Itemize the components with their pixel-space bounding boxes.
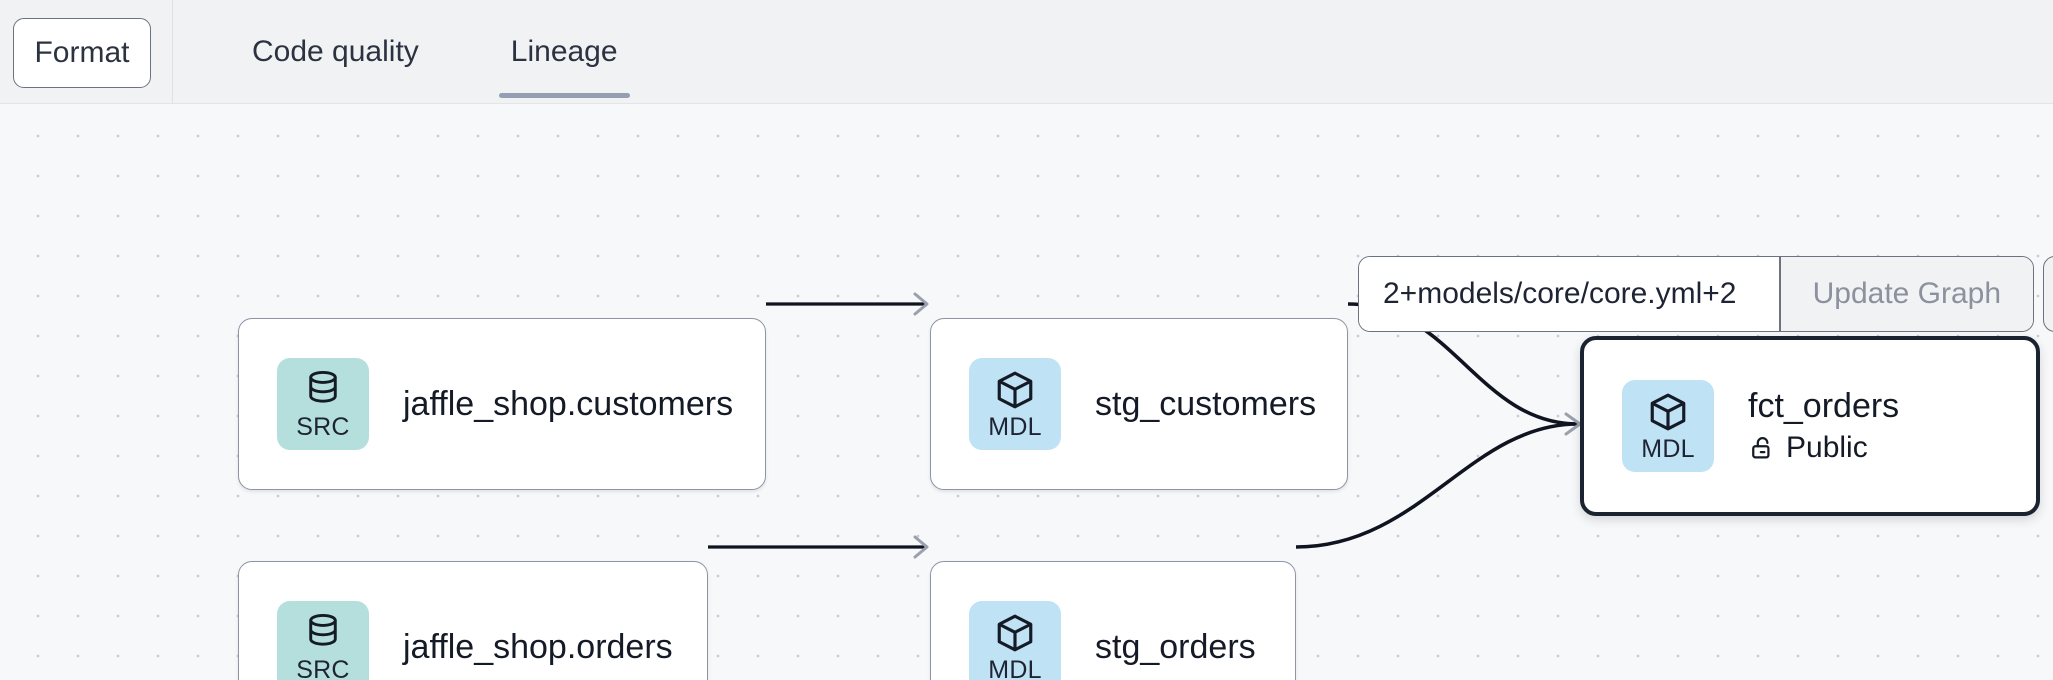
tab-lineage-label: Lineage	[510, 35, 618, 68]
tab-code-quality-label: Code quality	[252, 35, 419, 68]
node-badge-label: SRC	[296, 655, 350, 680]
edge-arrowhead	[913, 535, 929, 559]
graph-selector-input[interactable]	[1359, 257, 1779, 331]
node-body: jaffle_shop.orders	[403, 628, 673, 666]
node-body: jaffle_shop.customers	[403, 385, 733, 423]
cube-icon	[997, 614, 1033, 651]
node-badge-src: SRC	[277, 601, 369, 680]
overflow-control-stub[interactable]	[2043, 256, 2053, 332]
toolbar-divider	[172, 0, 173, 104]
edge-arrowhead	[1564, 412, 1582, 436]
node-badge-label: SRC	[296, 412, 350, 441]
cube-icon	[1650, 393, 1686, 430]
database-icon	[309, 613, 337, 646]
node-badge-mdl: MDL	[969, 358, 1061, 450]
edge-arrowhead	[913, 292, 929, 316]
tab-code-quality[interactable]: Code quality	[226, 0, 445, 104]
format-button[interactable]: Format	[13, 18, 151, 88]
lineage-node-jaffle-shop-orders[interactable]: SRC jaffle_shop.orders	[238, 561, 708, 680]
lineage-node-stg-customers[interactable]: MDL stg_customers	[930, 318, 1348, 490]
node-visibility-label: Public	[1786, 431, 1868, 465]
node-body: stg_orders	[1095, 628, 1256, 666]
node-badge-label: MDL	[988, 412, 1042, 441]
node-badge-mdl: MDL	[1622, 380, 1714, 472]
database-icon	[309, 370, 337, 403]
node-badge-label: MDL	[988, 655, 1042, 680]
node-badge-label: MDL	[1641, 434, 1695, 463]
tab-underline	[498, 93, 630, 98]
node-badge-src: SRC	[277, 358, 369, 450]
node-title: stg_orders	[1095, 627, 1256, 666]
graph-controls: Update Graph	[1358, 256, 2035, 332]
lineage-node-stg-orders[interactable]: MDL stg_orders	[930, 561, 1296, 680]
node-body: stg_customers	[1095, 385, 1316, 423]
update-graph-button[interactable]: Update Graph	[1780, 257, 2034, 331]
node-title: stg_customers	[1095, 384, 1317, 423]
node-title: fct_orders	[1748, 386, 1900, 425]
node-title: jaffle_shop.orders	[403, 627, 673, 666]
lineage-node-jaffle-shop-customers[interactable]: SRC jaffle_shop.customers	[238, 318, 766, 490]
node-body: fct_orders Public	[1748, 387, 1899, 465]
cube-icon	[997, 371, 1033, 408]
lineage-canvas[interactable]: SRC jaffle_shop.customers MDL stg_custom…	[0, 104, 2053, 680]
controls-divider	[1779, 257, 1781, 331]
editor-toolbar: Format Code quality Lineage	[0, 0, 2053, 104]
unlock-icon	[1752, 437, 1770, 459]
node-badge-mdl: MDL	[969, 601, 1061, 680]
node-title: jaffle_shop.customers	[403, 384, 734, 423]
lineage-node-fct-orders[interactable]: MDL fct_orders Public	[1580, 336, 2040, 516]
tab-bar: Code quality Lineage	[226, 0, 644, 104]
node-visibility: Public	[1748, 431, 1899, 465]
tab-lineage[interactable]: Lineage	[485, 0, 644, 104]
